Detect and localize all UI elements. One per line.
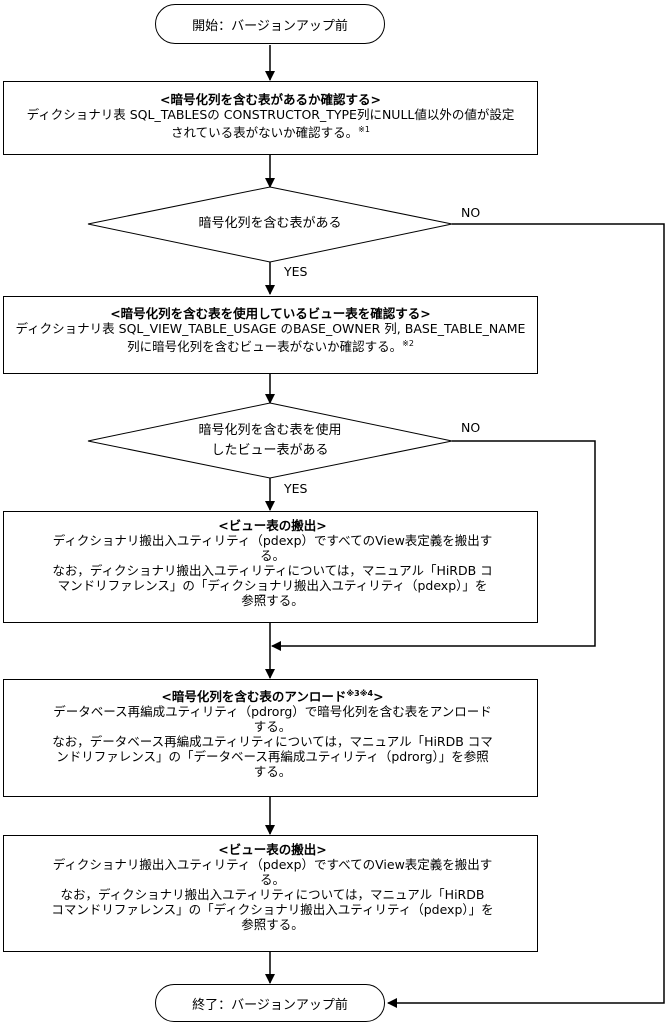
box2-text-2: 列に暗号化列を含むビュー表がないか確認する。 (127, 339, 403, 355)
decision1-text: 暗号化列を含む表がある (198, 216, 342, 231)
decision2-yes-label: YES (284, 481, 308, 496)
export-view-box-2: <ビュー表の搬出> ディクショナリ搬出入ユティリティ（pdexp）ですべてのVi… (3, 835, 538, 952)
box4-title-end: > (373, 689, 384, 705)
box5-line2: る。 (259, 872, 285, 887)
box1-text-1: ディクショナリ表 SQL_TABLESの CONSTRUCTOR_TYPE列にN… (26, 107, 515, 122)
decision2-text: 暗号化列を含む表を使用 したビュー表がある (140, 421, 400, 461)
box4-title-row: <暗号化列を含む表のアンロード※3※4> (12, 686, 533, 704)
box2-text-2-row: 列に暗号化列を含むビュー表がないか確認する。※2 (4, 336, 537, 354)
decision1-diamond (87, 186, 453, 263)
check-encrypted-table-box: <暗号化列を含む表があるか確認する> ディクショナリ表 SQL_TABLESの … (3, 81, 538, 155)
box5-line4: コマンドリファレンス」の「ディクショナリ搬出入ユティリティ（pdexp）」を (51, 902, 494, 917)
box1-title: <暗号化列を含む表があるか確認する> (160, 92, 381, 107)
box5-line1: ディクショナリ搬出入ユティリティ（pdexp）ですべてのView表定義を搬出す (52, 857, 493, 872)
box3-line2: る。 (259, 548, 285, 563)
box4-note: ※3※4 (346, 689, 374, 698)
box5-line5: 参照する。 (241, 917, 304, 932)
box4-line2: する。 (253, 719, 292, 735)
decision1-yes-label: YES (284, 264, 308, 279)
decision2-diamond (87, 402, 453, 479)
box5-title: <ビュー表の搬出> (218, 842, 327, 857)
unload-encrypted-table-box: <暗号化列を含む表のアンロード※3※4> データベース再編成ユティリティ（pdr… (3, 679, 538, 797)
arrow-decision2-no (271, 440, 596, 651)
export-view-box-1: <ビュー表の搬出> ディクショナリ搬出入ユティリティ（pdexp）ですべてのVi… (3, 511, 538, 623)
box3-title: <ビュー表の搬出> (218, 518, 327, 533)
box4-title: <暗号化列を含む表のアンロード (161, 689, 347, 705)
decision2-line2: したビュー表がある (211, 443, 329, 458)
check-view-table-box: <暗号化列を含む表を使用しているビュー表を確認する> ディクショナリ表 SQL_… (3, 296, 538, 374)
box3-line4: マンドリファレンス」の「ディクショナリ搬出入ユティリティ（pdexp）」を (57, 578, 488, 593)
box1-text-2-row: されている表がないか確認する。※1 (4, 122, 537, 140)
arrow-decision1-no (387, 223, 665, 1008)
box2-title: <暗号化列を含む表を使用しているビュー表を確認する> (110, 306, 431, 321)
start-terminal: 開始：バージョンアップ前 (155, 4, 385, 44)
end-label: 終了：バージョンアップ前 (192, 997, 348, 1013)
box2-text-1: ディクショナリ表 SQL_VIEW_TABLE_USAGE のBASE_OWNE… (15, 321, 526, 336)
start-label: 開始：バージョンアップ前 (192, 18, 348, 34)
box3-line3: なお，ディクショナリ搬出入ユティリティについては，マニュアル「HiRDB コ (52, 563, 493, 578)
box4-line1: データベース再編成ユティリティ（pdrorg）で暗号化列を含む表をアンロード (53, 704, 492, 720)
box1-note: ※1 (358, 125, 370, 134)
decision2-no-label: NO (461, 420, 481, 435)
box1-text-2: されている表がないか確認する。 (171, 125, 359, 141)
box4-line3: なお，データベース再編成ユティリティについては，マニュアル「HiRDB コマ (52, 734, 493, 750)
box3-line1: ディクショナリ搬出入ユティリティ（pdexp）ですべてのView表定義を搬出す (52, 533, 493, 548)
decision2-line1: 暗号化列を含む表を使用 (198, 423, 342, 438)
decision1-no-label: NO (461, 205, 481, 220)
box3-line5: 参照する。 (241, 593, 304, 608)
box4-line4: ンドリファレンス」の「データベース再編成ユティリティ（pdrorg）」を参照 (56, 749, 489, 765)
end-terminal: 終了：バージョンアップ前 (155, 984, 385, 1022)
box5-line3: なお，ディクショナリ搬出入ユティリティについては，マニュアル「HiRDB (60, 887, 485, 902)
box2-note: ※2 (402, 339, 414, 348)
box4-line5: する。 (253, 764, 292, 780)
